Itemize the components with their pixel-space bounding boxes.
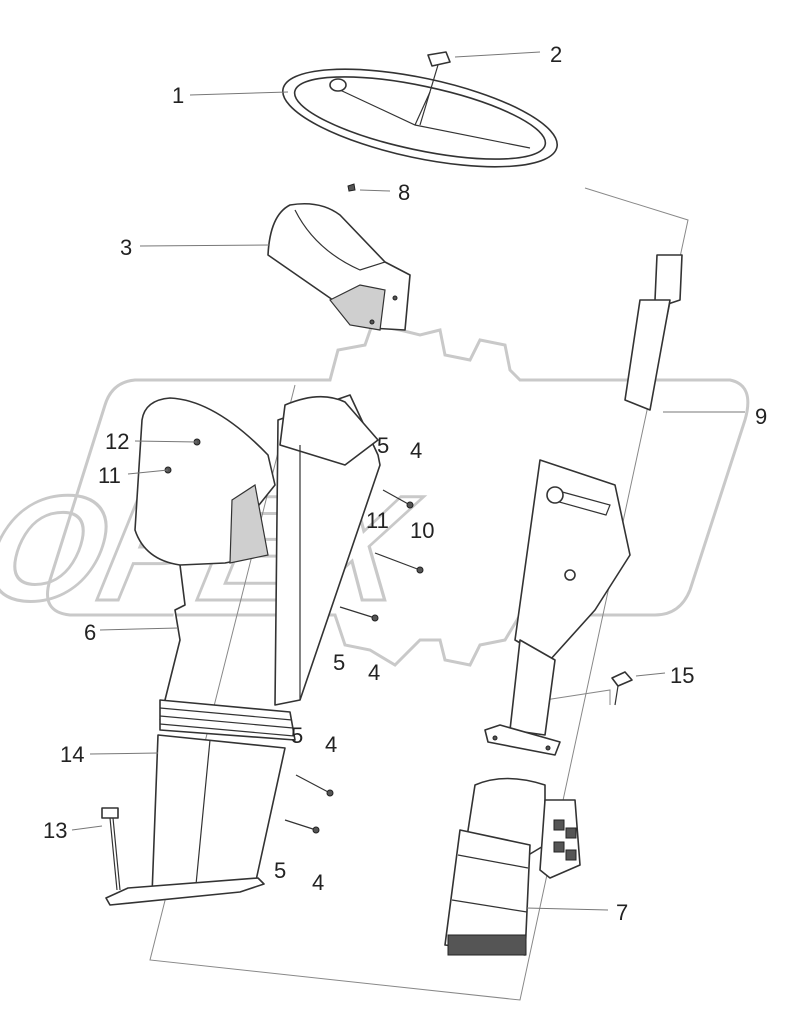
- callout-11a: 11: [98, 463, 121, 488]
- column-housing: [134, 394, 381, 721]
- callout-11b: 11: [366, 508, 389, 533]
- callout-labels: 1 2 8 3 9 12 11 5 4 11 10 6 5 4 15 5 4 1…: [43, 42, 767, 925]
- watermark-gear-outline: [46, 323, 750, 667]
- steering-nut: [419, 51, 451, 126]
- callout-4d: 4: [312, 870, 324, 895]
- callout-5b: 5: [333, 650, 345, 675]
- callout-10: 10: [410, 518, 434, 543]
- callout-9: 9: [755, 404, 767, 429]
- callout-6: 6: [84, 620, 96, 645]
- callout-13: 13: [43, 818, 67, 843]
- lower-bolt: [101, 807, 121, 891]
- callout-2: 2: [550, 42, 562, 67]
- callout-4b: 4: [368, 660, 380, 685]
- steering-control-unit: [444, 777, 581, 956]
- steering-column-shaft: [484, 254, 683, 756]
- fastener-hardware: [164, 438, 424, 834]
- callout-5d: 5: [274, 858, 286, 883]
- small-screw: [347, 183, 356, 192]
- callout-1: 1: [172, 83, 184, 108]
- callout-5c: 5: [291, 723, 303, 748]
- callout-3: 3: [120, 235, 132, 260]
- callout-5a: 5: [377, 433, 389, 458]
- callout-4a: 4: [410, 438, 422, 463]
- callout-14: 14: [60, 742, 84, 767]
- callout-12: 12: [105, 429, 129, 454]
- leader-lines: [71, 51, 745, 911]
- column-bolt: [611, 671, 633, 706]
- callout-15: 15: [670, 663, 694, 688]
- motor-plane-outline: [544, 689, 611, 705]
- lower-column-bellows: [105, 699, 296, 906]
- steering-wheel: [282, 68, 558, 168]
- upper-shroud: [267, 202, 411, 331]
- callout-8: 8: [398, 180, 410, 205]
- callout-4c: 4: [325, 732, 337, 757]
- callout-7: 7: [616, 900, 628, 925]
